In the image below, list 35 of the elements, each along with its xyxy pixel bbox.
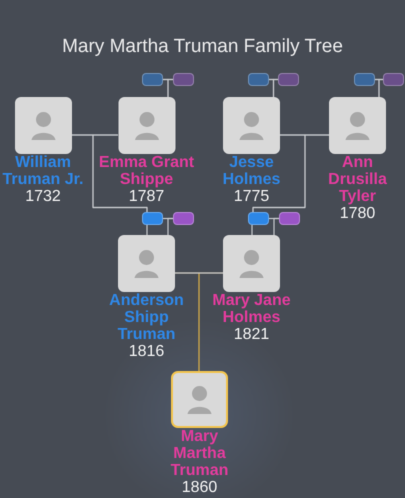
- pill-marker: [142, 73, 163, 86]
- pill-marker: [248, 212, 269, 225]
- birth-year: 1775: [234, 188, 270, 205]
- person-name: William Truman Jr.: [2, 154, 84, 188]
- connector-line: [273, 218, 279, 235]
- birth-year: 1860: [182, 479, 218, 496]
- birth-year: 1780: [340, 205, 376, 222]
- connector-line: [272, 78, 278, 97]
- birth-year: 1821: [234, 326, 270, 343]
- pill-marker: [248, 73, 269, 86]
- birth-year: 1816: [128, 343, 164, 360]
- connector-line: [252, 134, 329, 212]
- pill-marker: [279, 212, 300, 225]
- birth-year: 1732: [25, 188, 61, 205]
- person-name: Mary Martha Truman: [170, 428, 230, 479]
- person-name: Mary Jane Holmes: [211, 292, 292, 326]
- pill-marker: [383, 73, 404, 86]
- connector-line: [175, 272, 223, 274]
- connector-line: [146, 225, 148, 235]
- person-name: Anderson Shipp Truman: [108, 292, 185, 343]
- connector-line: [251, 225, 253, 235]
- connector-line: [378, 78, 383, 97]
- pill-marker: [354, 73, 375, 86]
- connector-line: [167, 78, 173, 97]
- connector-line: [167, 218, 173, 235]
- pill-marker: [173, 212, 194, 225]
- pill-marker: [142, 212, 163, 225]
- person-name: Emma Grant Shippe: [98, 154, 196, 188]
- birth-year: 1787: [128, 188, 164, 205]
- pill-marker: [173, 73, 194, 86]
- pill-marker: [278, 73, 299, 86]
- diagram-title: Mary Martha Truman Family Tree: [62, 35, 343, 58]
- connector-line: [92, 134, 148, 212]
- person-name: Ann Drusilla Tyler: [327, 154, 388, 205]
- person-name: Jesse Holmes: [222, 154, 282, 188]
